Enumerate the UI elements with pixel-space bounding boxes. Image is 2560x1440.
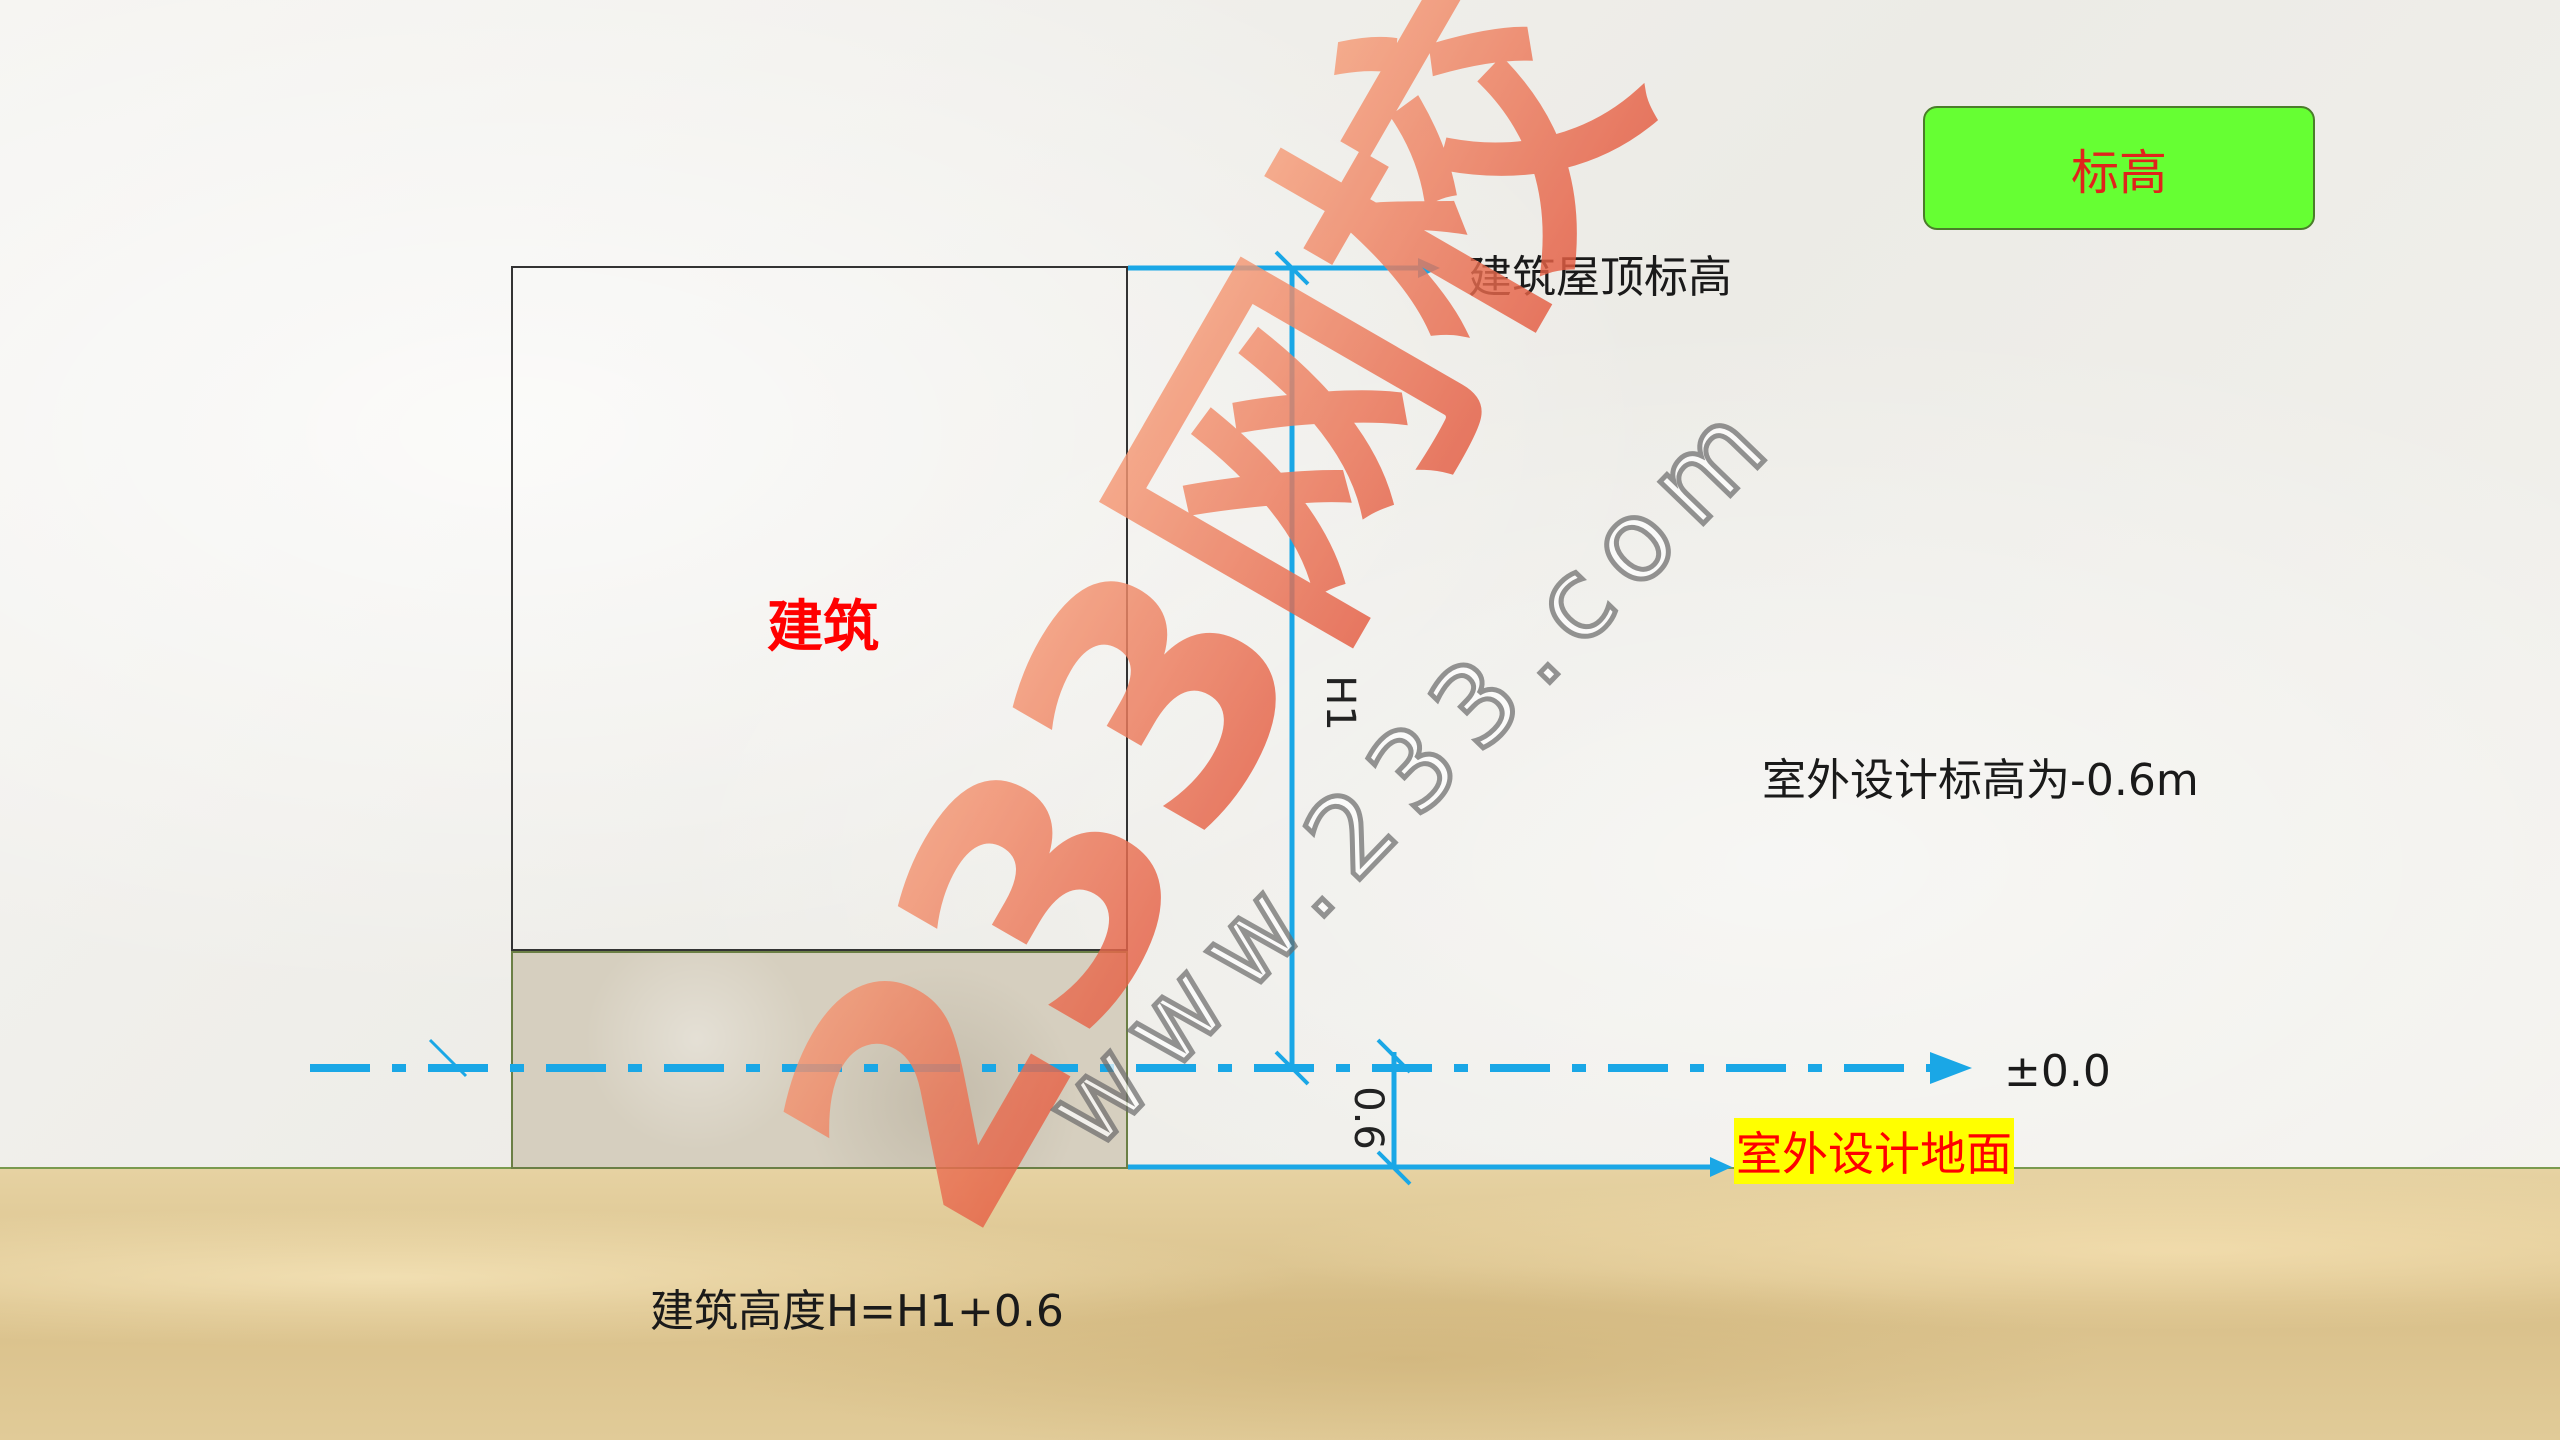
- height-formula: 建筑高度H=H1+0.6: [650, 1286, 1064, 1337]
- building-label: 建筑: [767, 595, 879, 660]
- roof-arrowhead: [1418, 258, 1440, 278]
- building-base: [511, 951, 1128, 1169]
- title-text: 标高: [2070, 145, 2167, 201]
- datum-label: ±0.0: [2004, 1046, 2111, 1097]
- h1-dimension-text: H1: [1316, 675, 1363, 731]
- outdoor-elevation-note: 室外设计标高为-0.6m: [1762, 755, 2199, 806]
- outdoor-ground-arrowhead: [1710, 1157, 1732, 1177]
- outdoor-ground-label: 室外设计地面: [1734, 1118, 2014, 1184]
- datum-tick-left: [428, 1038, 468, 1078]
- title-box: 标高: [1923, 106, 2315, 230]
- ground-soil: [0, 1167, 2560, 1440]
- roof-elevation-label: 建筑屋顶标高: [1468, 252, 1732, 303]
- h1-tick-top: [1274, 250, 1310, 286]
- datum-arrowhead: [1930, 1052, 1972, 1084]
- building-body: [511, 266, 1128, 951]
- offset-dimension-text: 0.6: [1344, 1086, 1391, 1150]
- offset-tick-top: [1376, 1038, 1412, 1074]
